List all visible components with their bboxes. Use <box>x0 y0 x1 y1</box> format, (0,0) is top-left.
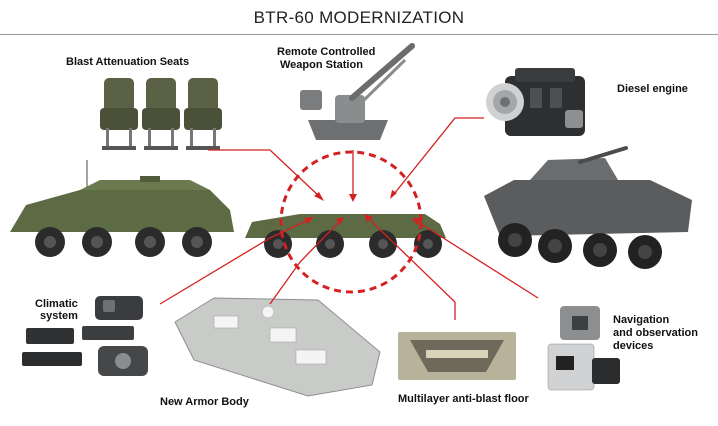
title-divider <box>0 34 718 35</box>
btr60-hull-image <box>245 214 446 258</box>
label-blast-seats: Blast Attenuation Seats <box>66 56 190 68</box>
btr60-modernized-image <box>484 146 692 269</box>
page-title: BTR-60 MODERNIZATION <box>253 8 465 27</box>
label-weapon-station-line2: Weapon Station <box>280 59 363 71</box>
label-navigation-line1: Navigation <box>613 314 670 326</box>
navigation-devices-image <box>547 306 620 391</box>
label-antiblast-floor: Multilayer anti-blast floor <box>398 393 529 405</box>
focus-circle <box>279 150 423 294</box>
blast-seats-image <box>100 78 222 150</box>
antiblast-floor-image <box>398 332 516 380</box>
label-weapon-station-line1: Remote Controlled <box>277 46 376 58</box>
weapon-station-image <box>300 43 415 140</box>
connector-arrows <box>159 117 539 320</box>
label-navigation-line2: and observation <box>613 327 698 339</box>
label-climatic-line2: system <box>40 310 78 322</box>
diesel-engine-image <box>486 68 585 136</box>
arrow-heads <box>304 190 420 225</box>
climatic-system-image <box>22 296 148 376</box>
label-navigation-line3: devices <box>613 340 654 352</box>
label-climatic-line1: Climatic <box>35 298 78 310</box>
label-armor-body: New Armor Body <box>160 396 249 408</box>
armor-body-image <box>174 297 381 397</box>
btr60-original-image <box>10 160 234 257</box>
label-diesel-engine: Diesel engine <box>617 83 688 95</box>
